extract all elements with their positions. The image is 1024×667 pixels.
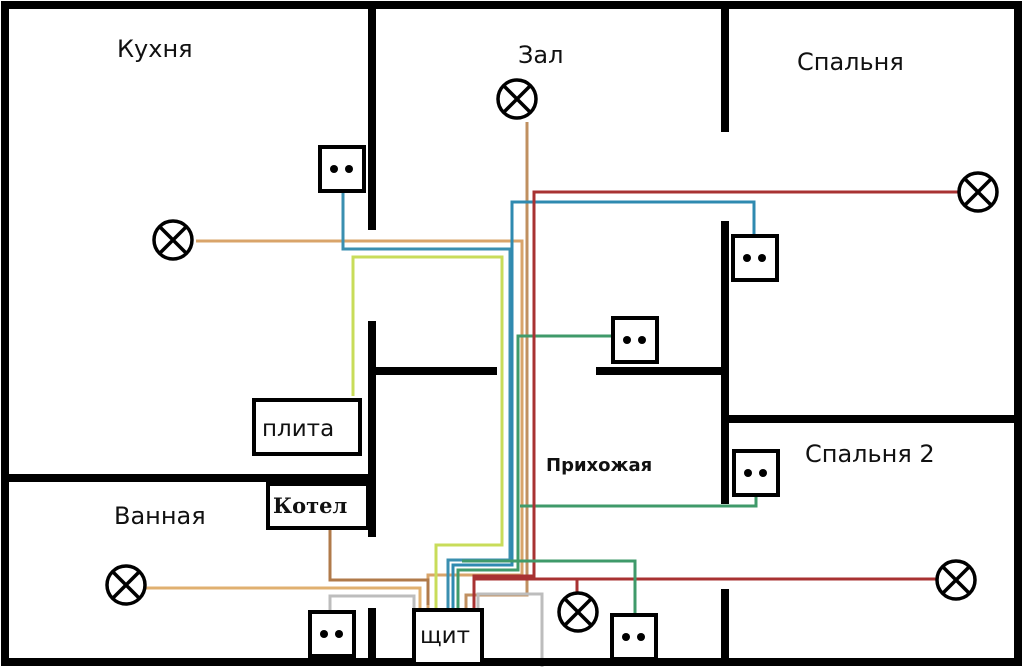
wire-bathroom-socket — [328, 594, 416, 612]
panel-label: щит — [420, 623, 470, 649]
stove-label: плита — [262, 416, 334, 442]
socket-icon — [610, 613, 658, 661]
room-label-bedroom2: Спальня 2 — [805, 440, 935, 468]
socket-icon — [611, 316, 659, 364]
lamp-icon — [105, 564, 147, 606]
lamp-icon — [957, 171, 999, 213]
boiler-label: Котел — [273, 493, 347, 518]
equipment: плита Котел щит — [252, 398, 484, 666]
room-label-kitchen: Кухня — [117, 35, 193, 63]
socket-icon — [732, 449, 780, 497]
wire-stove — [351, 255, 504, 610]
wire-boiler — [328, 528, 430, 605]
wiring — [146, 122, 962, 667]
room-label-hall: Зал — [518, 41, 563, 69]
wire-hallway-bottom-socket — [462, 559, 637, 615]
room-label-hallway: Прихожая — [546, 455, 652, 476]
wire-hallway-spare — [476, 592, 544, 667]
wire-bedroom-socket — [451, 200, 756, 610]
stove-box — [252, 398, 362, 456]
boiler: Котел — [266, 482, 370, 530]
room-label-bathroom: Ванная — [114, 502, 206, 530]
socket-icon — [731, 234, 779, 282]
socket-icon — [318, 145, 366, 193]
lamps — [105, 78, 999, 633]
socket-icon — [308, 610, 356, 658]
lamp-icon — [935, 559, 977, 601]
wire-hallway-socket — [456, 334, 613, 610]
electrical-panel: щит — [412, 608, 484, 666]
panel-box — [412, 608, 484, 666]
wire-kitchen-socket — [341, 192, 512, 610]
room-labels: Кухня Зал Спальня Прихожая Спальня 2 Ван… — [114, 35, 935, 530]
boiler-box — [266, 482, 370, 530]
lamp-icon — [557, 591, 599, 633]
room-label-bedroom: Спальня — [797, 48, 904, 76]
wire-bathroom-lamp — [146, 586, 422, 610]
sockets — [308, 145, 780, 661]
stove: плита — [252, 398, 362, 456]
wire-bedroom-lamp — [472, 190, 962, 610]
lamp-icon — [496, 78, 538, 120]
lamp-icon — [152, 219, 194, 261]
wire-bedroom2-socket — [520, 495, 758, 508]
